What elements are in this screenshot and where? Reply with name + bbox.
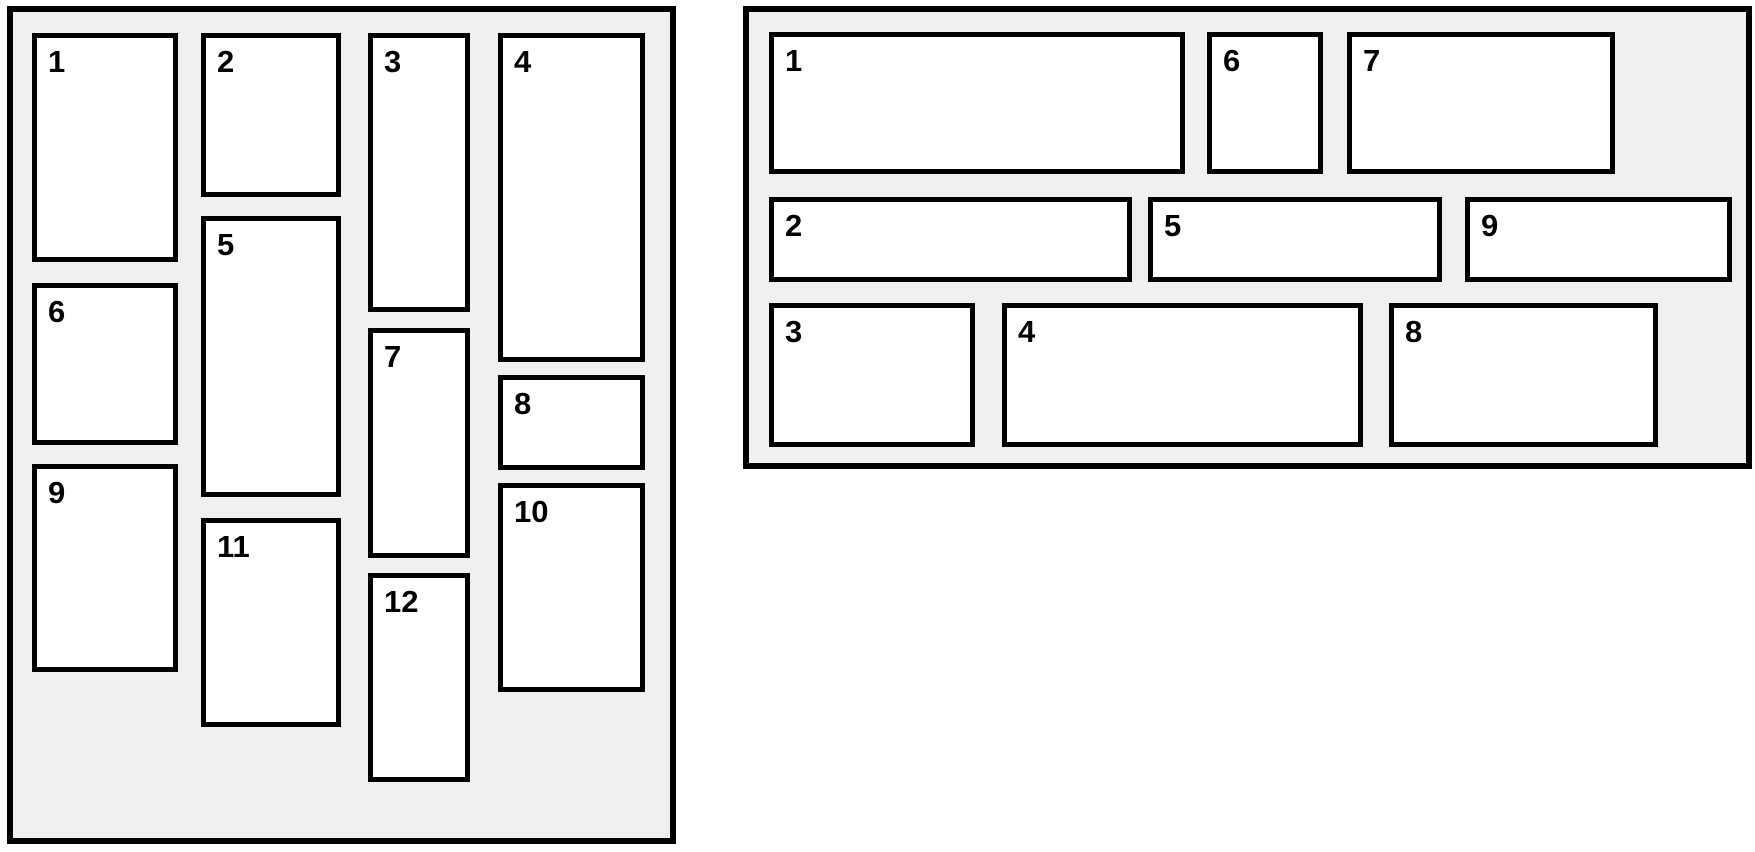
row-item-7: 7 [1347,32,1615,174]
item-label: 2 [217,44,235,79]
masonry-item-10: 10 [498,483,645,692]
row-item-4: 4 [1002,303,1363,447]
row-item-9: 9 [1465,197,1732,282]
masonry-item-6: 6 [32,283,178,445]
item-label: 5 [1164,208,1182,243]
row-item-3: 3 [769,303,975,447]
item-label: 4 [1018,314,1036,349]
masonry-item-1: 1 [32,33,178,262]
rows-panel: 1 6 7 2 5 9 3 4 8 [743,6,1752,469]
item-label: 1 [785,43,803,78]
item-label: 7 [1363,43,1381,78]
row-item-5: 5 [1148,197,1442,282]
masonry-item-11: 11 [201,518,341,727]
item-label: 9 [48,475,66,510]
row-item-6: 6 [1207,32,1323,174]
item-label: 8 [514,386,532,421]
item-label: 6 [48,294,66,329]
row-item-2: 2 [769,197,1132,282]
item-label: 3 [785,314,803,349]
item-label: 5 [217,227,235,262]
item-label: 4 [514,44,532,79]
masonry-item-7: 7 [368,328,470,558]
item-label: 6 [1223,43,1241,78]
masonry-item-5: 5 [201,216,341,497]
masonry-columns-panel: 1 2 3 4 5 6 7 8 9 10 11 [7,6,676,844]
item-label: 2 [785,208,803,243]
masonry-item-12: 12 [368,573,470,782]
item-label: 11 [217,529,250,564]
item-label: 3 [384,44,402,79]
item-label: 10 [514,494,549,529]
item-label: 8 [1405,314,1423,349]
item-label: 12 [384,584,419,619]
item-label: 1 [48,44,66,79]
masonry-item-2: 2 [201,33,341,197]
item-label: 7 [384,339,402,374]
masonry-item-9: 9 [32,464,178,672]
row-item-1: 1 [769,32,1185,174]
masonry-item-4: 4 [498,33,645,362]
item-label: 9 [1481,208,1499,243]
masonry-item-3: 3 [368,33,470,312]
row-item-8: 8 [1389,303,1658,447]
masonry-item-8: 8 [498,375,645,470]
